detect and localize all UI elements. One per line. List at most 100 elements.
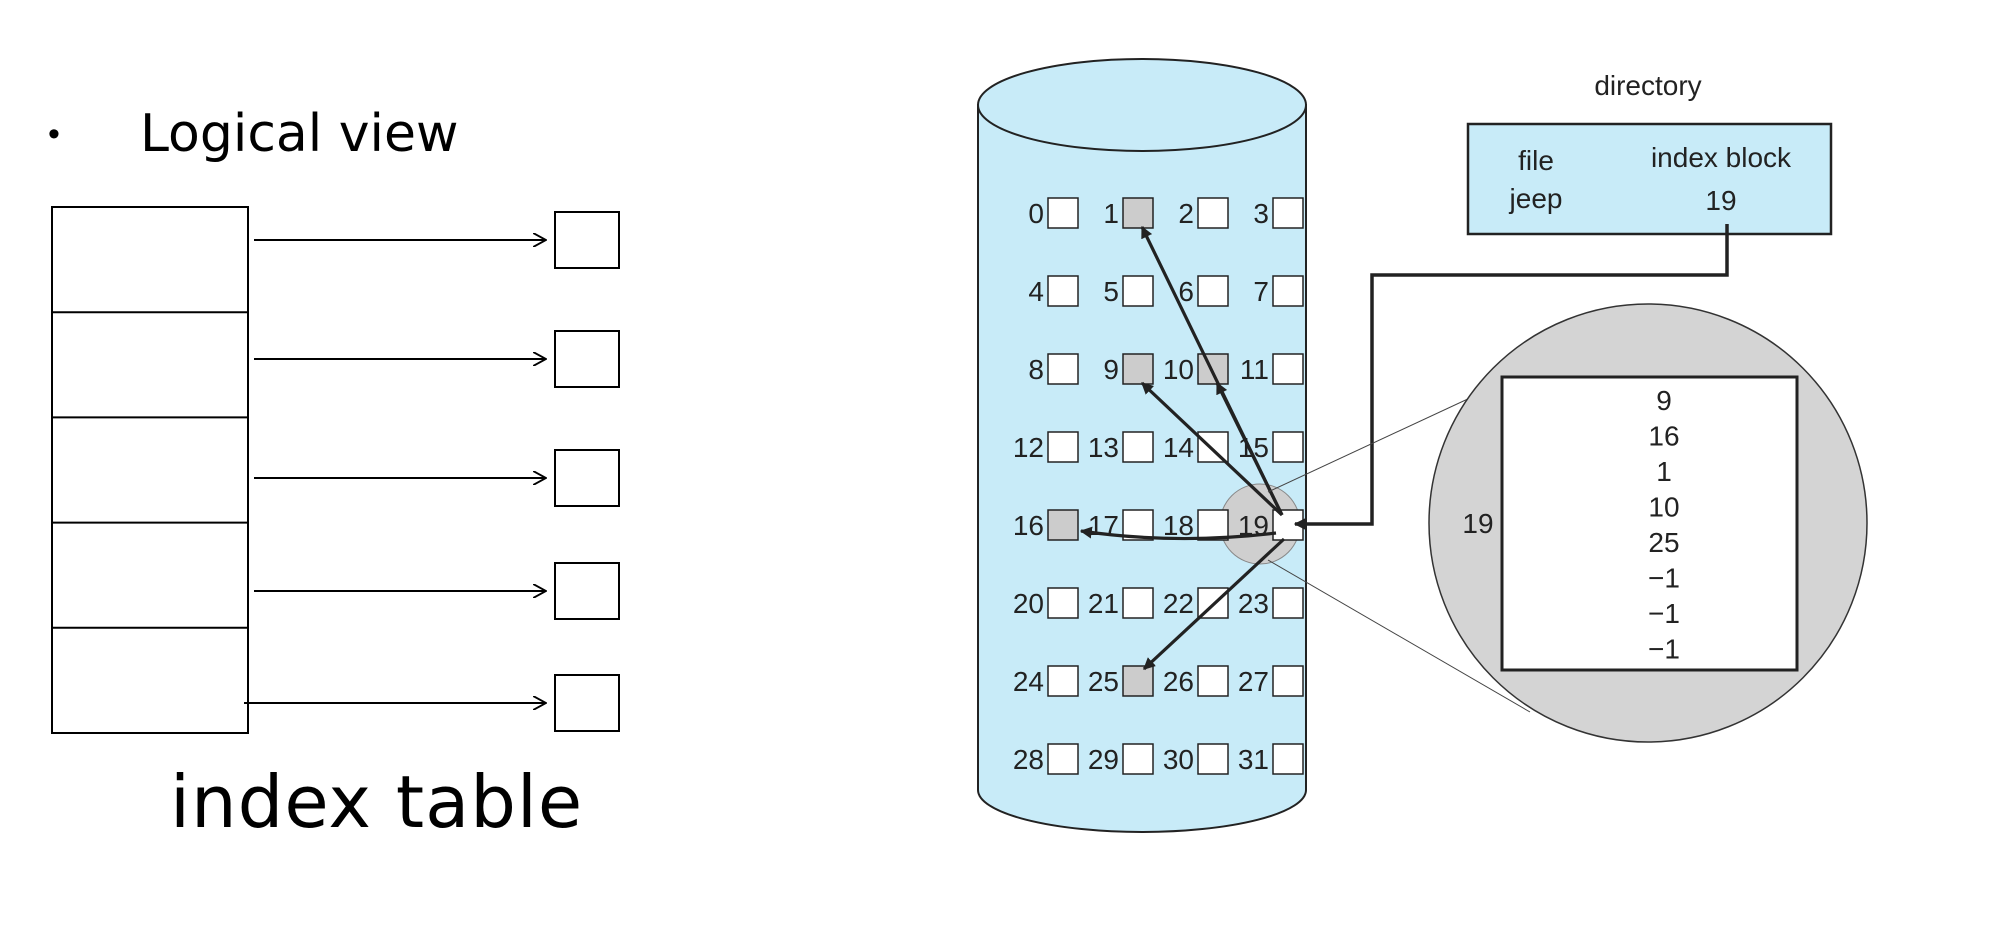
disk-block [1197, 665, 1229, 697]
directory-col-index: index block [1651, 142, 1792, 173]
block-number: 12 [1013, 432, 1044, 463]
index-entry: −1 [1648, 563, 1680, 594]
disk-block [1272, 743, 1304, 775]
disk-block [1197, 275, 1229, 307]
logical-view-diagram [51, 206, 620, 734]
directory-box [1466, 122, 1833, 236]
index-table [51, 206, 249, 734]
data-block [554, 674, 620, 732]
disk-block [1272, 665, 1304, 697]
block-number: 6 [1178, 276, 1194, 307]
block-number: 27 [1238, 666, 1269, 697]
block-number: 14 [1163, 432, 1194, 463]
disk-block [1197, 197, 1229, 229]
disk-block [1047, 743, 1079, 775]
disk-block [1047, 353, 1079, 385]
disk-block [1197, 743, 1229, 775]
block-number: 9 [1103, 354, 1119, 385]
index-entry: 16 [1648, 421, 1679, 452]
block-number: 0 [1028, 198, 1044, 229]
disk-block-used [1122, 197, 1154, 229]
disk-top [977, 58, 1307, 152]
block-number: 25 [1088, 666, 1119, 697]
disk-block [1197, 431, 1229, 463]
index-block-entries: 9 16 1 10 25 −1 −1 −1 [1648, 385, 1680, 665]
block-number: 28 [1013, 744, 1044, 775]
block-number: 8 [1028, 354, 1044, 385]
index-table-caption: index table [170, 760, 584, 844]
disk-block [1272, 275, 1304, 307]
index-entry: 1 [1656, 456, 1672, 487]
block-number: 30 [1163, 744, 1194, 775]
directory-pointer [1293, 224, 1729, 530]
data-block [554, 449, 620, 507]
block-number: 24 [1013, 666, 1044, 697]
block-number: 4 [1028, 276, 1044, 307]
block-number: 20 [1013, 588, 1044, 619]
block-number: 26 [1163, 666, 1194, 697]
index-entry: −1 [1648, 598, 1680, 629]
disk-block-used [1047, 509, 1079, 541]
zoom-block-label: 19 [1462, 508, 1493, 539]
index-block-zoom: 19 9 16 1 10 25 −1 −1 −1 [1267, 303, 1868, 743]
block-number: 7 [1253, 276, 1269, 307]
block-number: 10 [1163, 354, 1194, 385]
block-number: 31 [1238, 744, 1269, 775]
data-block [554, 562, 620, 620]
directory-col-file: file [1518, 145, 1554, 176]
block-number: 21 [1088, 588, 1119, 619]
block-number: 2 [1178, 198, 1194, 229]
block-pointer [1140, 381, 1284, 517]
disk-block-used [1122, 665, 1154, 697]
disk-block [1272, 197, 1304, 229]
index-entry: 25 [1648, 527, 1679, 558]
disk-block [1122, 431, 1154, 463]
block-number: 11 [1240, 354, 1269, 385]
disk-block [1047, 275, 1079, 307]
disk-block [1272, 431, 1304, 463]
index-entry: 9 [1656, 385, 1672, 416]
block-number: 5 [1103, 276, 1119, 307]
block-number: 23 [1238, 588, 1269, 619]
block-pointer [1079, 526, 1277, 541]
index-pointers [1079, 225, 1286, 671]
data-block [554, 330, 620, 388]
disk-block [1122, 587, 1154, 619]
disk-block [1197, 509, 1229, 541]
logical-view-heading-row: • Logical view [48, 98, 459, 170]
disk-block [1047, 587, 1079, 619]
directory-title: directory [1594, 70, 1701, 101]
index-entry: −1 [1648, 634, 1680, 665]
disk-block-used [1122, 353, 1154, 385]
block-number: 18 [1163, 510, 1194, 541]
block-pointer [1215, 381, 1284, 516]
block-number: 13 [1088, 432, 1119, 463]
directory-index-value: 19 [1705, 185, 1736, 216]
index-entry: 10 [1648, 492, 1679, 523]
directory-file-name: jeep [1509, 183, 1563, 214]
disk-block [1122, 743, 1154, 775]
zoom-line-lower [1267, 559, 1531, 713]
block-number: 29 [1088, 744, 1119, 775]
disk-block [1047, 431, 1079, 463]
block-pointer [1142, 537, 1286, 671]
disk-block-used [1197, 353, 1229, 385]
bullet-marker: • [48, 114, 60, 153]
index-block-table [1500, 375, 1799, 672]
block-number: 22 [1163, 588, 1194, 619]
disk-block [1272, 587, 1304, 619]
block-number: 16 [1013, 510, 1044, 541]
disk-block [1047, 665, 1079, 697]
disk-block [1047, 197, 1079, 229]
disk-block [1272, 353, 1304, 385]
disk-block [1122, 275, 1154, 307]
block-number: 1 [1103, 198, 1119, 229]
data-block [554, 211, 620, 269]
directory: directory file index block jeep 19 [1293, 70, 1833, 530]
logical-view-heading: Logical view [140, 104, 459, 164]
block-number: 3 [1253, 198, 1269, 229]
zoom-line-upper [1267, 383, 1501, 493]
